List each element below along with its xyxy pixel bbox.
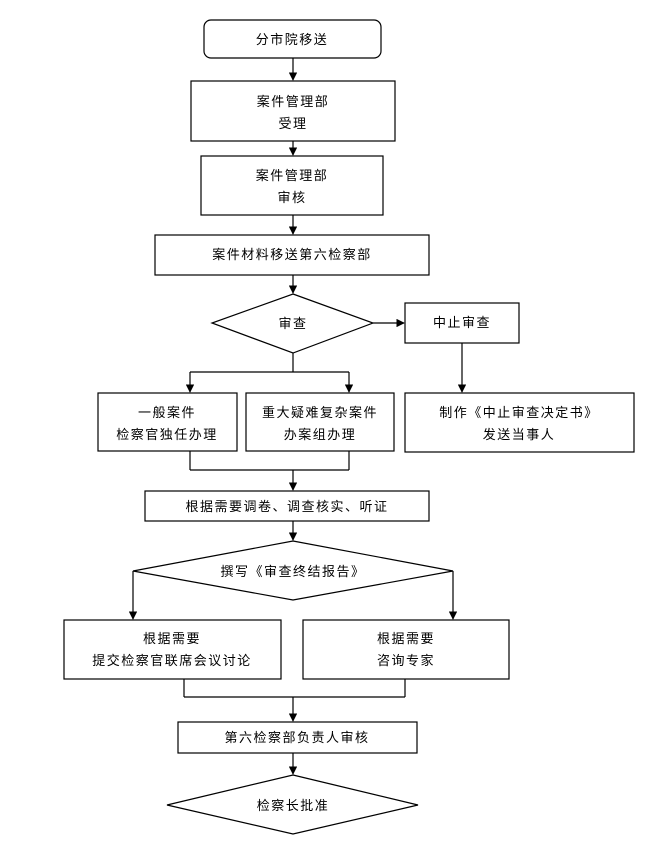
report-decision: 撰写《审查终结报告》 xyxy=(132,540,454,601)
joint-meeting-node: 根据需要 提交检察官联席会议讨论 xyxy=(63,619,282,680)
transfer-label: 案件材料移送第六检察部 xyxy=(212,248,372,263)
start-label: 分市院移送 xyxy=(256,32,329,48)
connectors xyxy=(128,58,467,775)
suspend-label: 中止审查 xyxy=(433,316,491,331)
accept-label-line1: 案件管理部 xyxy=(257,95,330,110)
head-review-node: 第六检察部负责人审核 xyxy=(177,721,418,754)
accept-node: 案件管理部 受理 xyxy=(190,80,396,142)
review-node: 案件管理部 审核 xyxy=(200,155,384,216)
major-case-node: 重大疑难复杂案件 办案组办理 xyxy=(245,392,395,452)
expert-node: 根据需要 咨询专家 xyxy=(302,619,510,680)
expert-line2: 咨询专家 xyxy=(377,653,435,669)
examine-label: 审查 xyxy=(278,317,307,332)
chief-approve-decision: 检察长批准 xyxy=(166,774,419,835)
investigate-label: 根据需要调卷、调查核实、听证 xyxy=(185,499,388,515)
joint-meeting-line2: 提交检察官联席会议讨论 xyxy=(92,653,252,669)
review-label-line1: 案件管理部 xyxy=(256,169,329,184)
transfer-node: 案件材料移送第六检察部 xyxy=(154,234,430,276)
accept-label-line2: 受理 xyxy=(278,117,307,132)
general-case-line2: 检察官独任办理 xyxy=(116,427,218,443)
suspend-decision-node: 制作《中止审查决定书》 发送当事人 xyxy=(404,392,635,453)
joint-meeting-line1: 根据需要 xyxy=(143,632,201,647)
major-case-line1: 重大疑难复杂案件 xyxy=(262,405,378,421)
general-case-line1: 一般案件 xyxy=(138,405,196,421)
start-node: 分市院移送 xyxy=(203,19,382,59)
investigate-node: 根据需要调卷、调查核实、听证 xyxy=(144,490,430,522)
head-review-label: 第六检察部负责人审核 xyxy=(224,731,369,746)
suspend-decision-line2: 发送当事人 xyxy=(483,427,556,443)
chief-approve-label: 检察长批准 xyxy=(257,799,330,814)
report-label: 撰写《审查终结报告》 xyxy=(220,564,365,580)
major-case-line2: 办案组办理 xyxy=(284,428,357,443)
review-label-line2: 审核 xyxy=(277,191,306,206)
examine-decision: 审查 xyxy=(210,293,375,354)
expert-line1: 根据需要 xyxy=(377,632,435,647)
suspend-decision-line1: 制作《中止审查决定书》 xyxy=(439,406,599,421)
general-case-node: 一般案件 检察官独任办理 xyxy=(97,392,238,452)
suspend-node: 中止审查 xyxy=(404,302,520,344)
